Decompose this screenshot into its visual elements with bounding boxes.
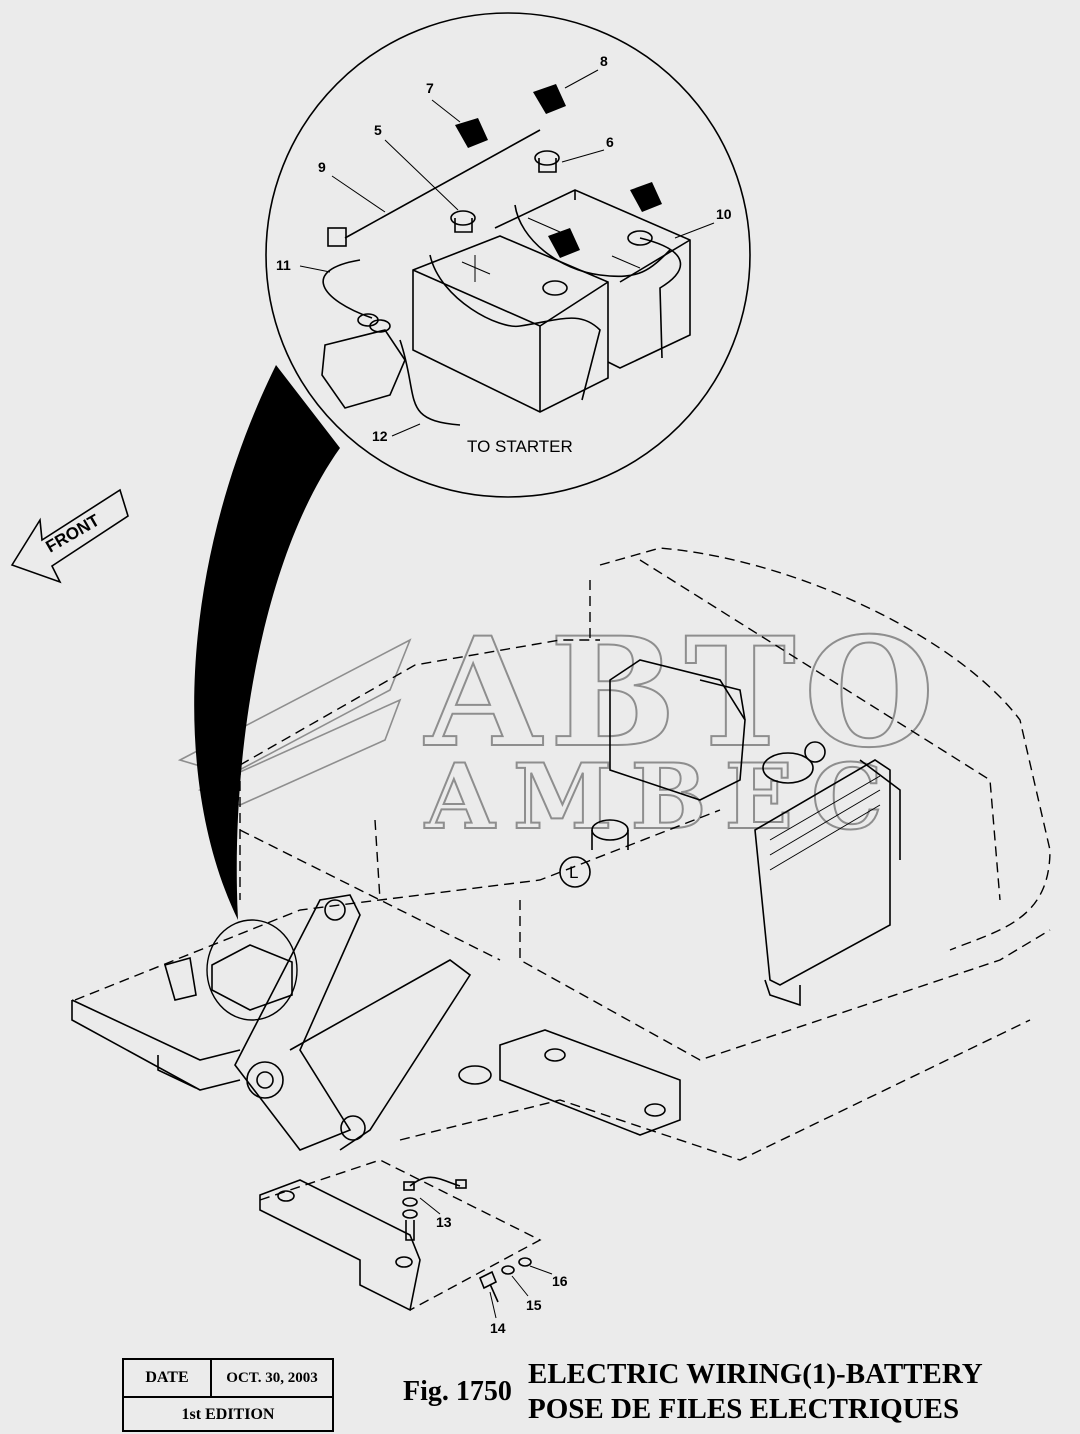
title-block-date-row: DATE OCT. 30, 2003	[124, 1360, 332, 1398]
terminal-b	[542, 280, 568, 296]
front-arrow: FRONT	[10, 488, 129, 584]
date-label: DATE	[124, 1360, 212, 1396]
edition-label: 1st EDITION	[181, 1406, 275, 1423]
washer-15	[501, 1265, 515, 1275]
callout-7: 7	[426, 80, 434, 96]
detail-leader	[194, 365, 340, 920]
callout-11: 11	[276, 257, 291, 273]
terminal-5	[450, 210, 476, 233]
engine	[609, 659, 746, 801]
callout-10: 10	[716, 206, 732, 222]
watermark-line1: ABTO	[423, 605, 942, 781]
callout-8: 8	[600, 53, 608, 69]
washer-16	[518, 1257, 532, 1267]
figure-title-en: ELECTRIC WIRING(1)-BATTERY	[528, 1358, 983, 1390]
watermark: ABTO AMBEC	[177, 604, 942, 851]
cable-10	[639, 237, 682, 359]
detail-circle	[265, 12, 751, 498]
figure-number: Fig. 1750	[403, 1376, 512, 1407]
battery-location-circle	[206, 919, 298, 1021]
terminal-cap-b	[548, 228, 580, 258]
callout-6: 6	[606, 134, 614, 150]
boom-bracket	[234, 894, 361, 1151]
watermark-line2: AMBEC	[424, 744, 901, 850]
terminal-cap-8	[533, 84, 566, 114]
callout-5: 5	[374, 122, 382, 138]
marker-L: L	[569, 863, 578, 882]
callout-16: 16	[552, 1273, 568, 1289]
to-starter-label: TO STARTER	[467, 437, 573, 456]
machine-frame: L	[71, 547, 1051, 1312]
terminal-cap-a	[630, 182, 662, 212]
figure-title-fr: POSE DE FILES ELECTRIQUES	[528, 1393, 960, 1425]
radiator	[754, 759, 891, 986]
callout-9: 9	[318, 159, 326, 175]
callout-12: 12	[372, 428, 388, 444]
cable-12	[399, 339, 461, 426]
terminal-cap-7	[455, 118, 488, 148]
callout-13: 13	[436, 1214, 452, 1230]
batteries-detail	[321, 84, 691, 426]
cable-11	[322, 259, 373, 319]
terminal-6	[534, 150, 560, 173]
link-cable	[429, 254, 601, 401]
callouts: 7 8 5 6 9 10 11 12 TO STARTER 13 14 15 1…	[276, 53, 732, 1336]
cable-9	[344, 129, 541, 239]
bolt-14	[478, 1270, 499, 1303]
marker-L-circle	[559, 856, 591, 888]
callout-14: 14	[490, 1320, 506, 1336]
callout-15: 15	[526, 1297, 542, 1313]
battery-relay	[321, 329, 406, 409]
title-block: DATE OCT. 30, 2003 1st EDITION	[122, 1358, 334, 1432]
date-value: OCT. 30, 2003	[226, 1369, 318, 1386]
terminal-a	[627, 230, 653, 246]
